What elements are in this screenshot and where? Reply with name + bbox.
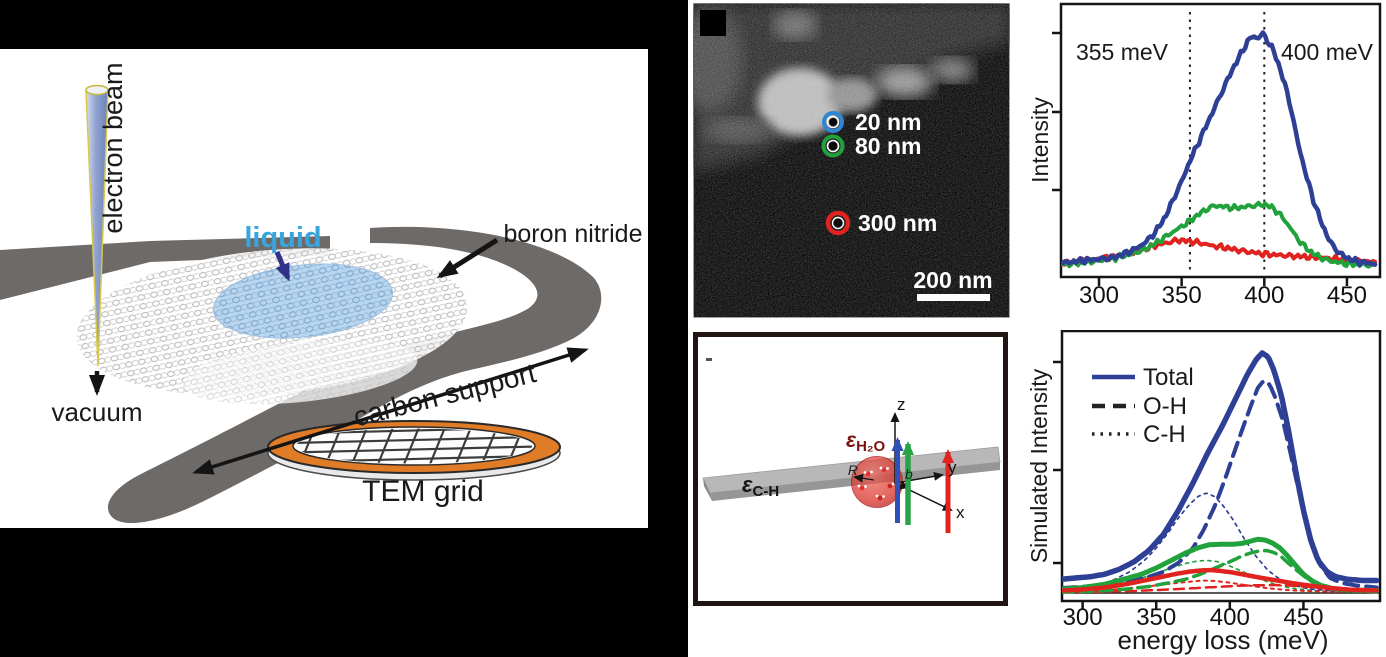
legend: Total O-H C-H <box>1092 364 1194 448</box>
epsilon-water-label: εH₂O <box>846 429 886 455</box>
water-molecules <box>857 466 895 501</box>
epsilon-subscript: H₂O <box>856 438 885 455</box>
epsilon-film-label: εC-H <box>742 472 779 500</box>
carbon-support-double-arrow <box>192 347 589 475</box>
marker-label-300nm: 300 nm <box>858 210 937 236</box>
panel-label-mark <box>706 358 712 361</box>
beam-position-marker-300nm <box>825 210 851 236</box>
y-axis-label-intensity: Intensity <box>1030 97 1053 183</box>
experimental-spectra-plot: 300 350 400 450 355 meV 400 meV Intensity <box>1030 2 1382 309</box>
tem-grid-graphic <box>267 420 561 481</box>
x-tick-label: 300 <box>1079 282 1119 309</box>
stem-image-panel: 20 nm 80 nm 300 nm 200 nm <box>693 3 1010 318</box>
tem-grid-label: TEM grid <box>362 475 484 508</box>
series-80-nm-o-h <box>1062 548 1379 594</box>
spectra-curves <box>1062 350 1380 594</box>
liquid-pocket <box>212 263 394 339</box>
boron-nitride-arrow <box>436 237 499 279</box>
beam-position-marker-80nm <box>821 134 845 158</box>
carbon-film-ribbon-left <box>0 236 330 300</box>
legend-label-oh: O-H <box>1143 393 1187 420</box>
x-tick-label: 400 <box>1244 282 1284 309</box>
x-tick-label: 300 <box>1063 604 1103 631</box>
plot-axes-decor: 300 350 400 450 <box>1053 360 1323 631</box>
z-axis-label: z <box>897 395 906 414</box>
panel-label-box <box>700 10 726 36</box>
epsilon-symbol: ε <box>846 429 857 452</box>
x-axis-label: x <box>956 503 965 522</box>
legend-label-total: Total <box>1143 364 1194 391</box>
epsilon-symbol: ε <box>742 472 753 497</box>
marker-label-20nm: 20 nm <box>855 109 921 135</box>
scale-bar-label: 200 nm <box>913 267 992 293</box>
plot-frame <box>1060 330 1382 603</box>
impact-parameter-label: b <box>905 466 913 482</box>
schematic-diagram: electron beam liquid boron nitride carbo… <box>0 62 643 524</box>
liquid-label: liquid <box>244 222 321 254</box>
y-axis-label: y <box>948 458 957 477</box>
annotation-400mev: 400 meV <box>1281 39 1374 65</box>
x-tick-label: 450 <box>1327 282 1367 309</box>
x-tick-label: 350 <box>1136 604 1176 631</box>
series-20-nm-total <box>1062 350 1380 584</box>
liquid-arrow <box>274 251 291 282</box>
marker-label-80nm: 80 nm <box>855 133 921 159</box>
electron-beam-cone <box>85 84 109 367</box>
electron-beam-label: electron beam <box>98 62 128 233</box>
radius-label: R <box>848 462 858 478</box>
simulated-spectra-plot: 300 350 400 450 Total O-H C-H Simulated Int… <box>1030 330 1382 655</box>
series-20-nm <box>1061 30 1378 268</box>
beam-position-arrows <box>891 437 954 533</box>
scale-bar <box>917 294 990 301</box>
stem-noise-overlay <box>693 3 1010 318</box>
series-300-nm-total <box>1062 567 1379 593</box>
annotation-355mev: 355 meV <box>1076 39 1169 65</box>
plot-axes-decor: 300 350 400 450 <box>1052 12 1367 309</box>
x-tick-label: 400 <box>1210 604 1250 631</box>
boron-nitride-label: boron nitride <box>504 220 643 248</box>
beam-position-marker-20nm <box>822 111 844 133</box>
x-axis-label-energy-loss: energy loss (meV) <box>1118 625 1329 655</box>
x-tick-label: 450 <box>1283 604 1323 631</box>
series-300-nm-c-h <box>1062 579 1378 593</box>
x-tick-label: 350 <box>1162 282 1202 309</box>
vacuum-label: vacuum <box>51 397 142 427</box>
model-3d-panel: εH₂O εC-H z y x R b <box>693 332 1008 606</box>
epsilon-subscript: C-H <box>753 483 780 500</box>
legend-label-ch: C-H <box>1143 421 1186 448</box>
y-axis-label-simulated-intensity: Simulated Intensity <box>1030 368 1052 563</box>
water-droplet-sphere <box>851 456 903 508</box>
spectra-curves <box>1061 30 1378 269</box>
radius-arrow <box>853 473 875 483</box>
